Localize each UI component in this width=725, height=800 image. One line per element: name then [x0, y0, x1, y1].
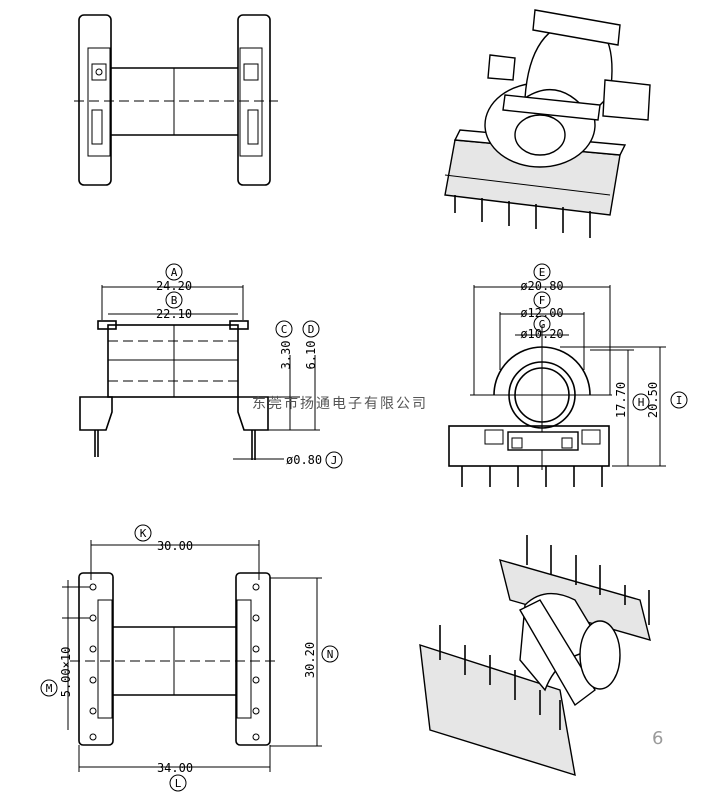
- page-number: 6: [652, 728, 663, 749]
- dim-f-value: ø12.00: [520, 306, 563, 320]
- dim-e: ø20.80 E: [473, 263, 611, 395]
- label-l: L: [175, 777, 182, 790]
- dim-n: 30.20 N: [270, 577, 339, 747]
- dim-a: 24.20 A: [101, 263, 244, 320]
- dim-i: 20.50 I: [560, 346, 688, 467]
- dim-k-value: 30.00: [157, 539, 193, 553]
- dim-f: ø12.00 F: [499, 291, 585, 370]
- dim-a-value: 24.20: [156, 279, 192, 293]
- dim-c: 3.30 C: [268, 320, 300, 430]
- dim-m: 5.00×10 M: [40, 580, 90, 730]
- pin-holes-left: [89, 583, 97, 741]
- isometric-view-bottom: [419, 535, 651, 777]
- label-d: D: [308, 323, 315, 336]
- label-b: B: [171, 294, 178, 307]
- dim-g-value: ø10.20: [520, 327, 563, 341]
- pin-holes-right: [252, 583, 260, 741]
- front-view: ø20.80 E ø12.00 F ø10.20 G 17.70 H: [448, 263, 688, 487]
- label-k: K: [140, 527, 147, 540]
- dim-j-value: ø0.80: [286, 453, 322, 467]
- pins-bottom-iso-lower: [439, 625, 561, 730]
- label-i: I: [676, 394, 683, 407]
- label-f: F: [539, 294, 546, 307]
- dim-i-value: 20.50: [646, 382, 660, 418]
- dim-d-value: 6.10: [304, 341, 318, 370]
- label-n: N: [327, 648, 334, 661]
- pins-front: [461, 466, 603, 487]
- dim-e-value: ø20.80: [520, 279, 563, 293]
- bottom-view: 30.00 K 30.20 N 5.00×10 M 34.00 L: [40, 524, 339, 792]
- label-h: H: [638, 396, 645, 409]
- dim-h-value: 17.70: [614, 382, 628, 418]
- isometric-view-top: [444, 9, 651, 238]
- dim-d: 6.10 D: [255, 320, 320, 431]
- pins-top-iso: [454, 195, 591, 238]
- label-m: M: [46, 682, 53, 695]
- dim-k: 30.00 K: [90, 524, 260, 580]
- top-view: [74, 14, 278, 186]
- dim-l: 34.00 L: [78, 745, 271, 792]
- dim-j: ø0.80 J: [233, 451, 343, 469]
- label-g: G: [539, 318, 546, 331]
- dim-c-value: 3.30: [279, 341, 293, 370]
- dim-l-value: 34.00: [157, 761, 193, 775]
- label-a: A: [171, 266, 178, 279]
- dim-h: 17.70 H: [590, 349, 650, 467]
- pins-bottom-iso-upper: [526, 535, 650, 625]
- label-e: E: [539, 266, 546, 279]
- side-view: 24.20 A 22.10 B 3.30 C 6.10 D ø0.80: [79, 263, 343, 469]
- dim-b-value: 22.10: [156, 307, 192, 321]
- dim-b: 22.10 B: [108, 291, 238, 321]
- dim-m-value: 5.00×10: [59, 647, 73, 698]
- label-j: J: [331, 454, 338, 467]
- company-watermark: 东莞市扬通电子有限公司: [252, 395, 428, 412]
- dim-n-value: 30.20: [303, 642, 317, 678]
- label-c: C: [281, 323, 288, 336]
- dim-g: ø10.20 G: [515, 315, 569, 341]
